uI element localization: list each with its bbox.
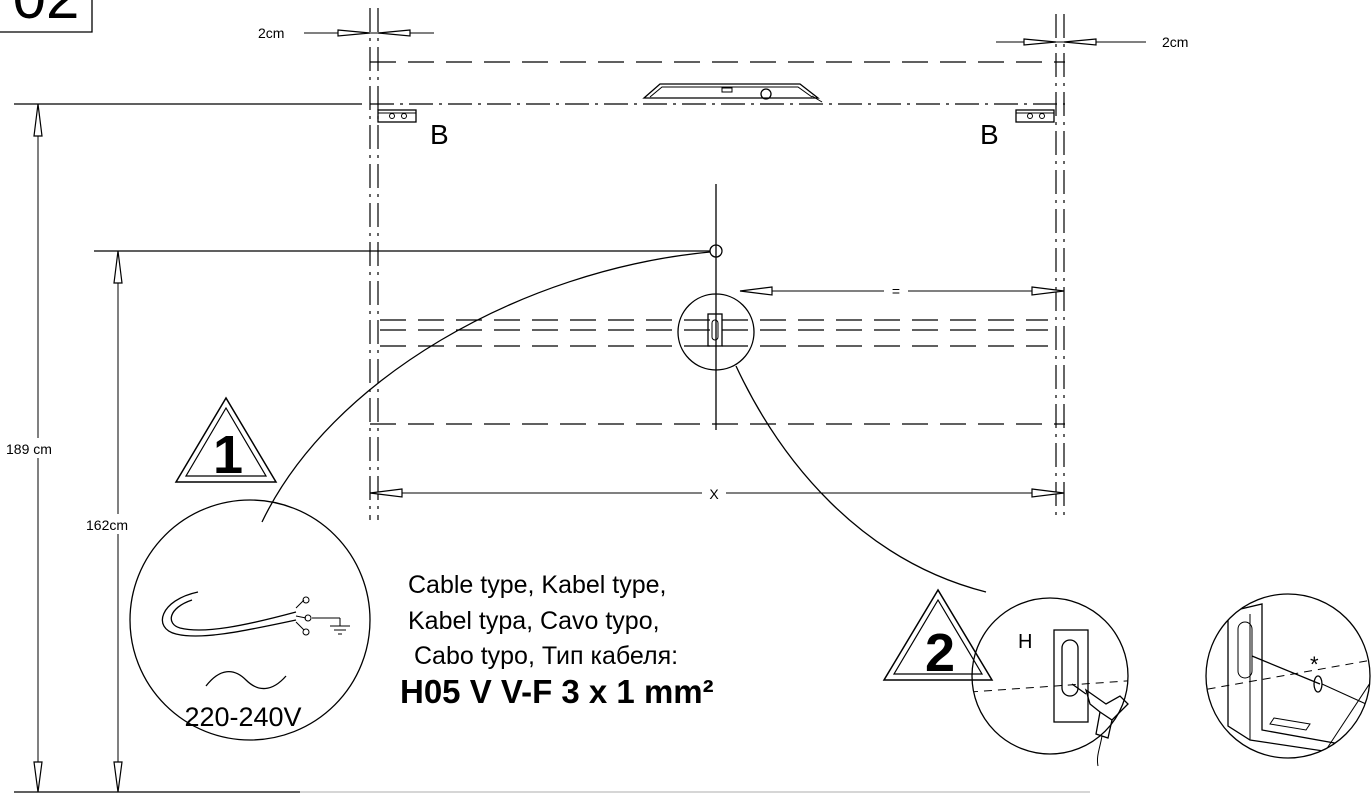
screw-detail-circle: *	[1205, 593, 1371, 759]
equal-mark: =	[892, 283, 900, 299]
right-clearance-dimension: 2cm	[996, 34, 1188, 50]
drill-icon	[1071, 683, 1129, 767]
figure-code-box: 02	[0, 0, 93, 33]
drilling-detail-circle: H	[971, 597, 1129, 767]
cable-spec: H05 V V-F 3 x 1 mm²	[400, 673, 714, 710]
left-bracket-icon	[377, 109, 417, 123]
cable-type-line-3: Cabo typo, Тип кабеля:	[414, 642, 678, 670]
right-bracket-label: B	[980, 119, 999, 150]
cable-leader-curve	[261, 251, 711, 523]
step-1-number: 1	[213, 425, 243, 485]
right-clearance-label: 2cm	[1162, 34, 1188, 50]
ac-wave-icon	[205, 671, 287, 690]
cable-height-dimension: 162cm	[84, 250, 150, 793]
right-bracket-icon	[1015, 109, 1055, 123]
bracket-leader-curve	[735, 365, 987, 593]
bracket-detail-circle	[677, 293, 755, 371]
equal-dimension: =	[739, 280, 1065, 300]
step-2-number: 2	[925, 623, 955, 683]
cable-type-line-2: Kabel typa, Cavo typo,	[408, 607, 660, 635]
width-dimension: X	[369, 482, 1065, 504]
cable-type-line-1: Cable type, Kabel type,	[408, 571, 667, 599]
screw-icon	[1251, 655, 1321, 685]
total-height-dimension: 189 cm	[4, 103, 70, 793]
heater-outline	[370, 319, 1065, 425]
step-1-warning-triangle: 1	[174, 396, 278, 485]
figure-code: 02	[13, 0, 80, 31]
left-bracket-label: B	[430, 119, 449, 150]
cable-height-label: 162cm	[86, 517, 128, 533]
cable-detail-circle: 220-240V	[129, 499, 371, 741]
voltage-label: 220-240V	[184, 702, 301, 732]
hole-label: H	[1018, 631, 1032, 653]
width-mark: X	[709, 486, 719, 502]
screw-asterisk: *	[1310, 652, 1319, 677]
left-clearance-dimension: 2cm	[258, 25, 434, 41]
step-2-warning-triangle: 2	[882, 588, 994, 683]
left-clearance-label: 2cm	[258, 25, 284, 41]
total-height-label: 189 cm	[6, 441, 52, 457]
spirit-level-icon	[642, 83, 823, 103]
